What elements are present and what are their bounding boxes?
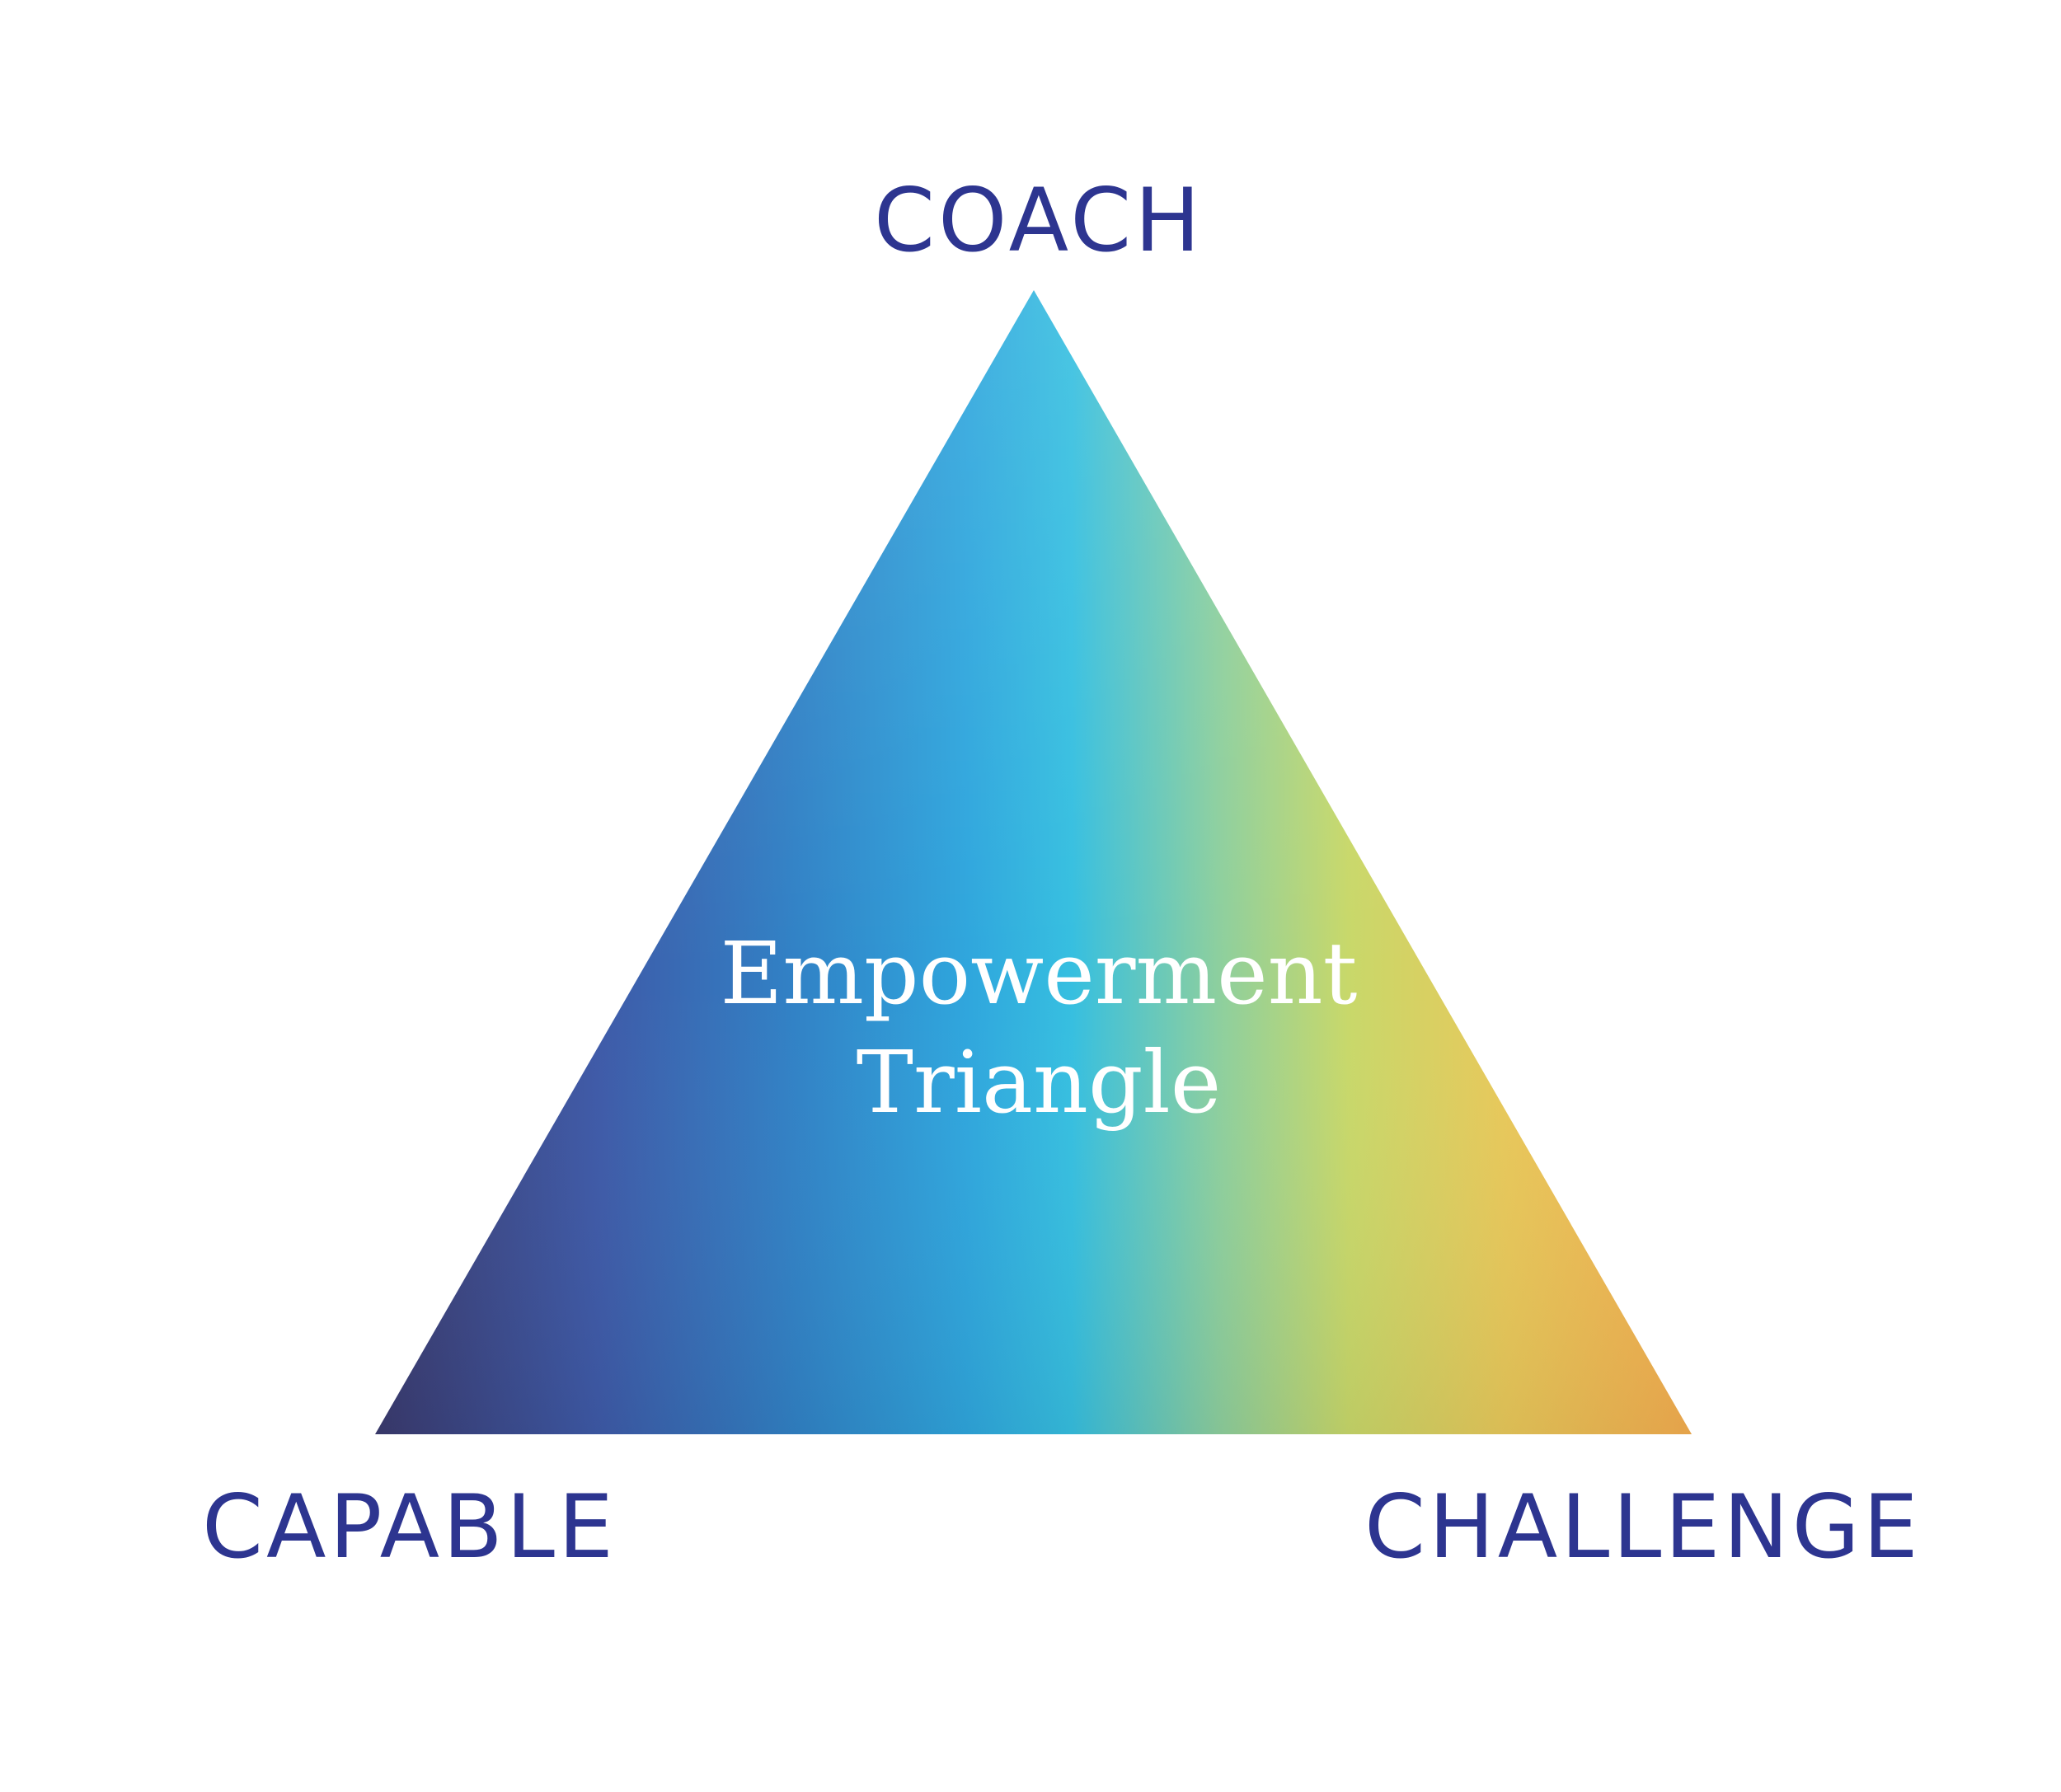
triangle-shading <box>375 290 1692 1434</box>
vertex-label-capable: CAPABLE <box>202 1476 617 1578</box>
center-title-line-1: Empowerment <box>720 923 1358 1024</box>
center-title-line-2: Triangle <box>856 1032 1222 1133</box>
vertex-label-coach: COACH <box>874 170 1204 271</box>
vertex-label-challenge: CHALLENGE <box>1364 1476 1922 1578</box>
center-title: Empowerment Triangle <box>709 919 1369 1137</box>
